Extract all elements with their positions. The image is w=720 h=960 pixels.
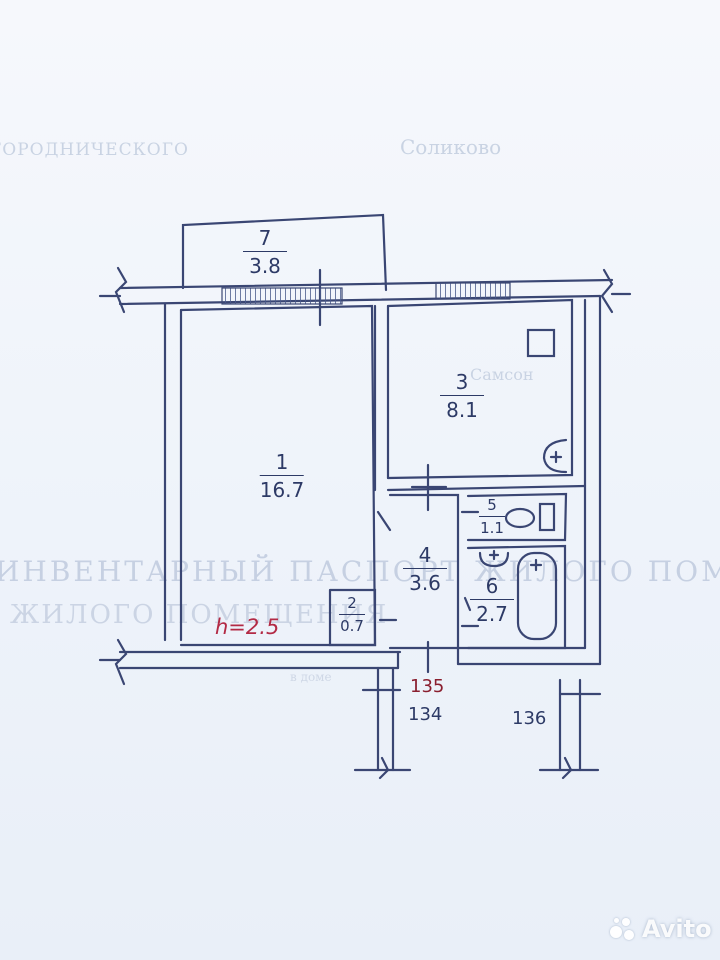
room-number: 3 bbox=[455, 370, 469, 394]
room2-outline bbox=[328, 588, 377, 647]
bg-text-line: Соликово bbox=[400, 135, 502, 159]
wall-break-mark bbox=[114, 266, 128, 314]
room-label-divider bbox=[339, 614, 365, 615]
room-area: 0.7 bbox=[340, 617, 364, 635]
room-area: 1.1 bbox=[480, 519, 504, 537]
room-2-label: 2 0.7 bbox=[339, 596, 365, 634]
room-number: 5 bbox=[487, 496, 497, 514]
room-area: 3.8 bbox=[249, 254, 281, 278]
wall-top-inner bbox=[118, 294, 602, 306]
room-7-label: 7 3.8 bbox=[243, 228, 287, 276]
avito-logo-icon bbox=[610, 916, 636, 942]
room-area: 2.7 bbox=[476, 602, 508, 626]
room-area: 8.1 bbox=[446, 398, 478, 422]
wall-top-outer bbox=[118, 278, 614, 290]
room5-outline bbox=[466, 492, 568, 542]
room-label-divider bbox=[479, 516, 505, 517]
sink-icon bbox=[542, 438, 568, 474]
room-6-label: 6 2.7 bbox=[470, 576, 514, 624]
wall-break-mark bbox=[561, 756, 573, 780]
room-label-divider bbox=[440, 395, 484, 396]
wall-break-mark bbox=[600, 268, 614, 314]
marker-135: 135 bbox=[410, 676, 445, 697]
room-number: 4 bbox=[418, 543, 432, 567]
room-area: 16.7 bbox=[259, 478, 305, 502]
room-4-label: 4 3.6 bbox=[403, 545, 447, 593]
room-number: 2 bbox=[347, 594, 357, 612]
room-1-label: 1 16.7 bbox=[260, 452, 305, 500]
wall-under-room3 bbox=[386, 484, 587, 492]
room-label-divider bbox=[403, 568, 447, 569]
room-label-divider bbox=[243, 251, 287, 252]
bg-text-line: ЖИЛОГО ПОМЕЩЕНИЯ bbox=[10, 600, 389, 630]
marker-134: 134 bbox=[408, 704, 443, 725]
avito-watermark: Avito bbox=[610, 915, 712, 943]
bathtub-icon bbox=[516, 551, 558, 641]
window-hatch bbox=[221, 287, 343, 305]
bg-text-line: ГОРОДНИЧЕСКОГО bbox=[0, 140, 189, 160]
stove-icon bbox=[526, 328, 556, 358]
room-area: 3.6 bbox=[409, 571, 441, 595]
window-hatch-group bbox=[221, 282, 511, 305]
room-number: 7 bbox=[258, 226, 272, 250]
room-number: 6 bbox=[485, 574, 499, 598]
room-label-divider bbox=[260, 475, 304, 476]
marker-136: 136 bbox=[512, 708, 547, 729]
ceiling-height-note: h=2.5 bbox=[215, 615, 280, 639]
wall-break-mark bbox=[114, 638, 128, 686]
watermark-text: Avito bbox=[642, 915, 712, 943]
balcony-outline bbox=[181, 213, 388, 292]
room-5-label: 5 1.1 bbox=[479, 498, 505, 536]
room-number: 1 bbox=[275, 450, 289, 474]
wall-break-mark bbox=[378, 756, 390, 780]
room1-outline bbox=[179, 304, 377, 647]
room4-outline bbox=[388, 493, 460, 650]
toilet-icon bbox=[504, 507, 536, 529]
window-hatch bbox=[435, 282, 511, 300]
bg-text-line: Самсон bbox=[470, 365, 534, 384]
room-3-label: 3 8.1 bbox=[440, 372, 484, 420]
room3-outline bbox=[386, 298, 574, 480]
washbasin-icon bbox=[478, 551, 510, 568]
bg-text-line: в доме bbox=[290, 670, 332, 684]
room-label-divider bbox=[470, 599, 514, 600]
